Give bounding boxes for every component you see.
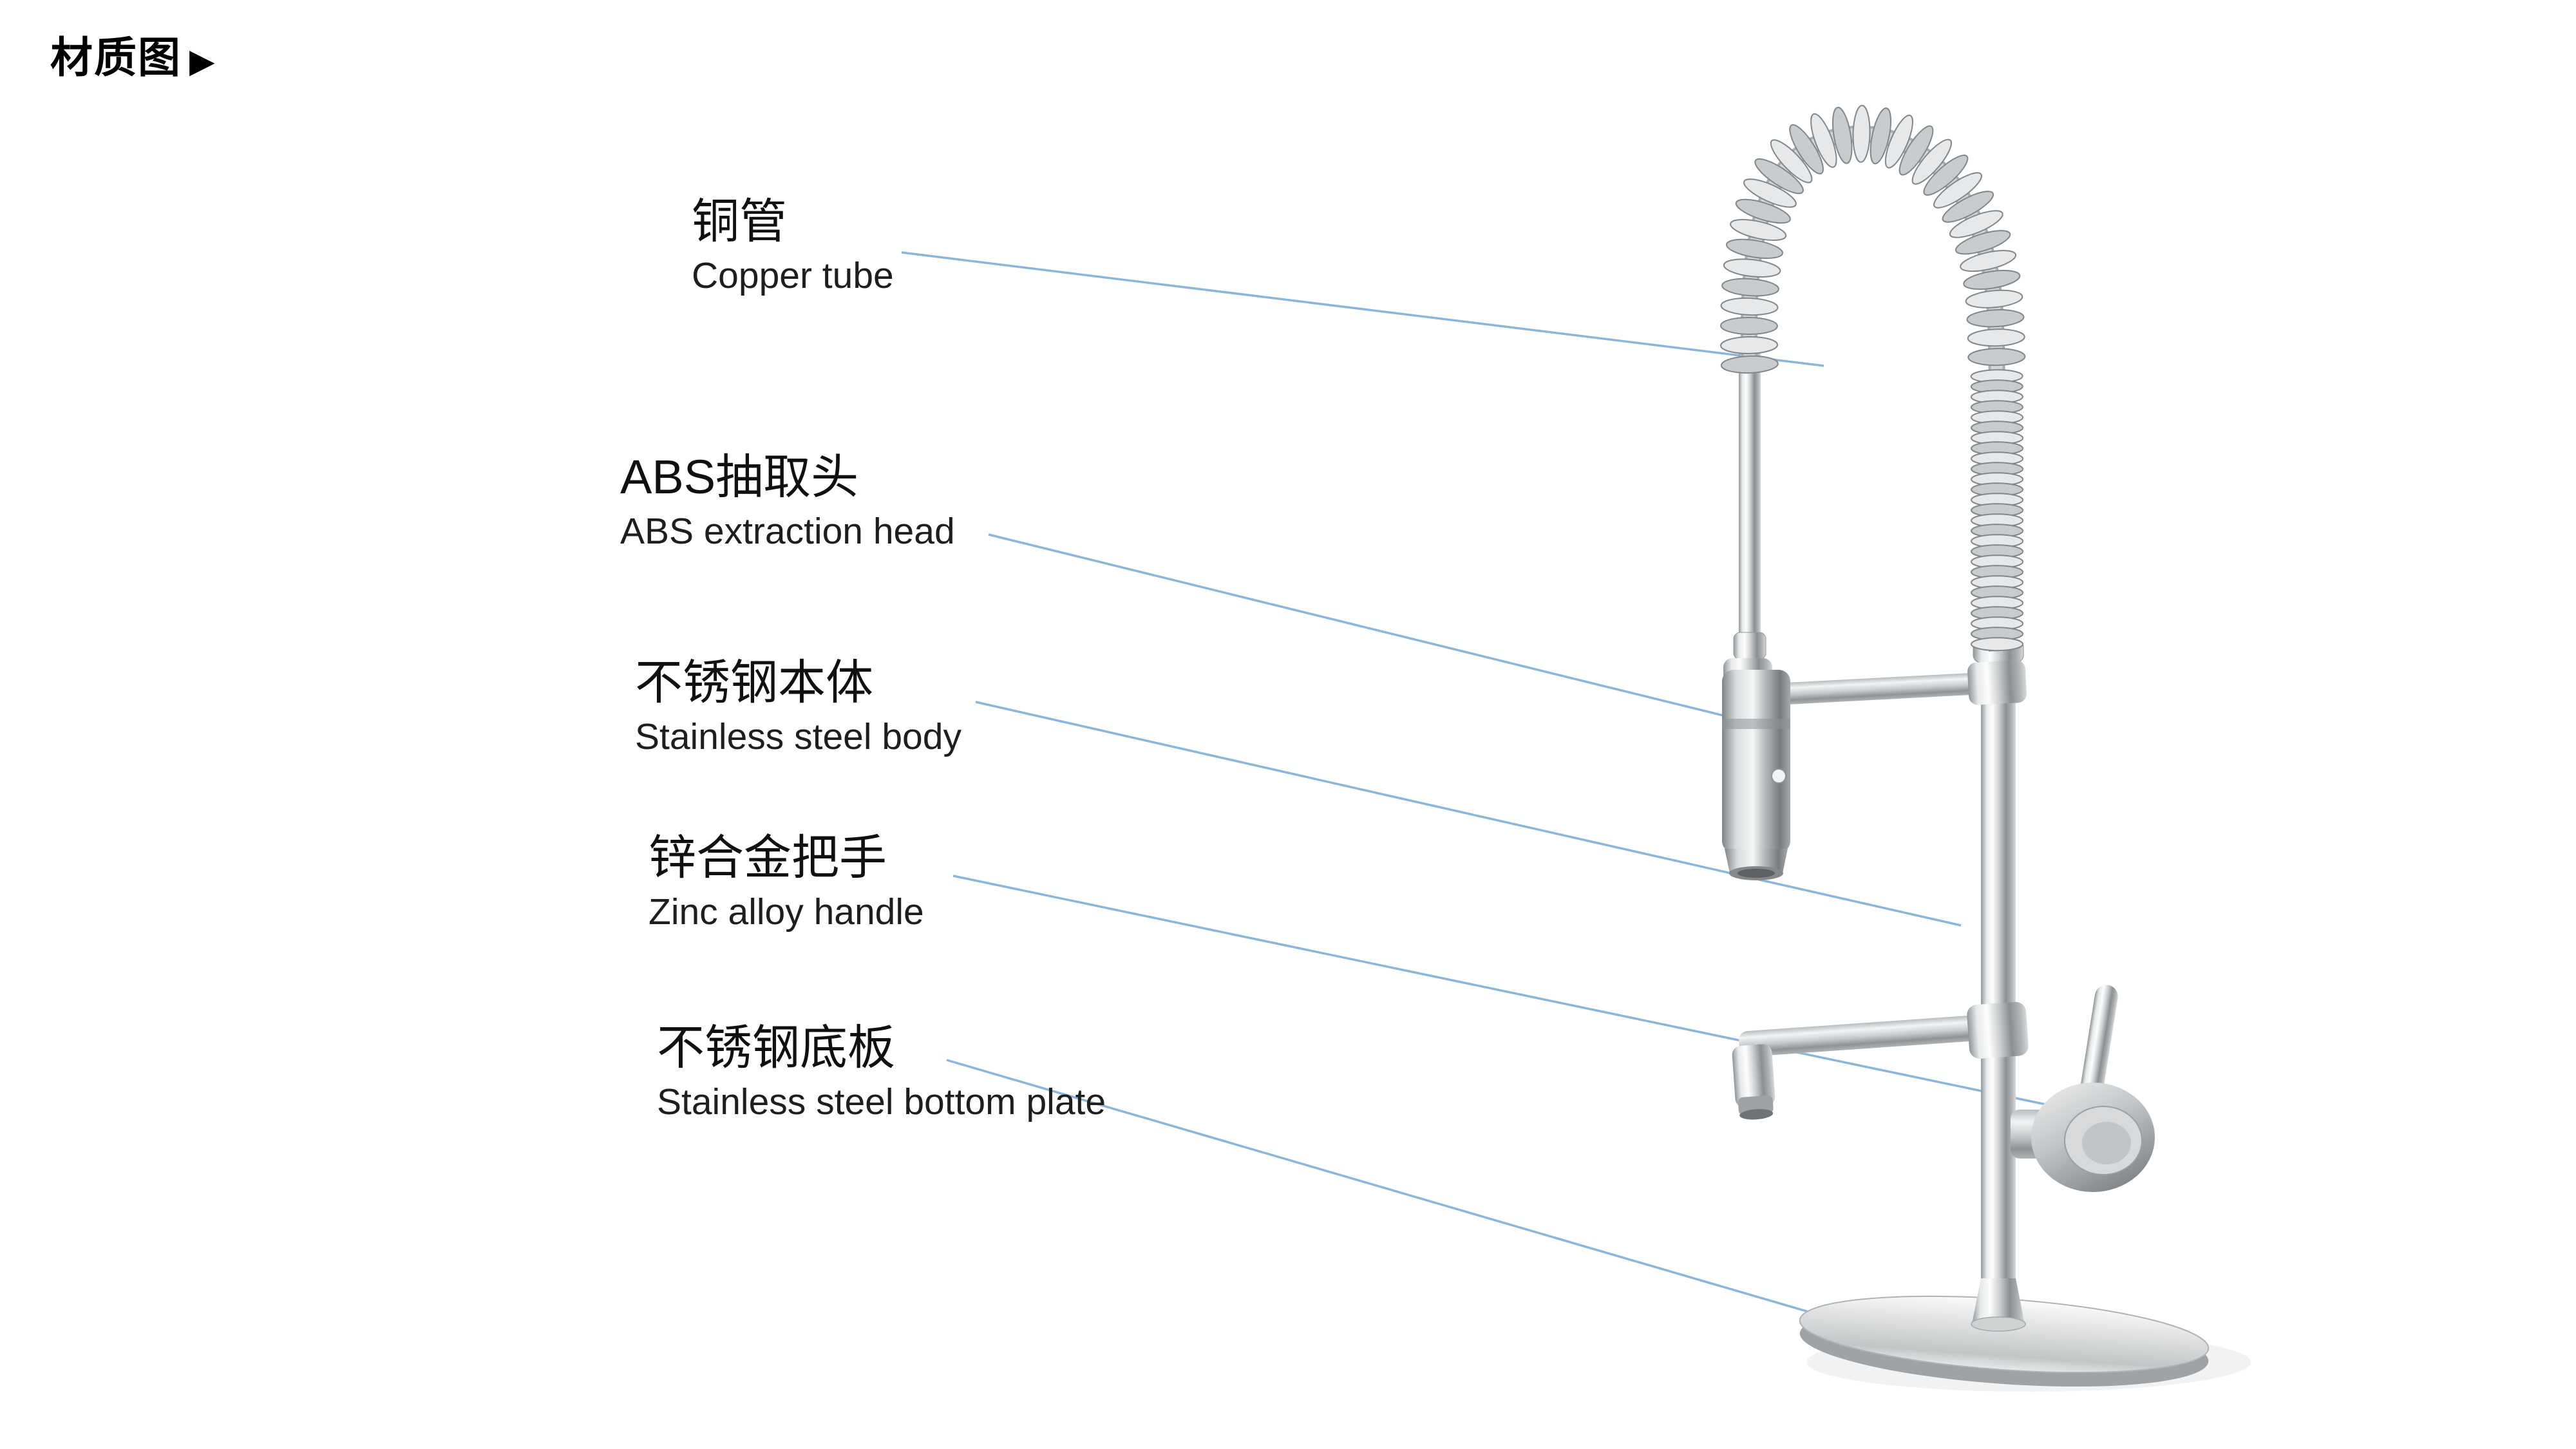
leader-line-stainless-steel-body (975, 701, 1962, 927)
callout-copper-tube: 铜管 Copper tube (692, 193, 894, 299)
callout-stainless-steel-body-en: Stainless steel body (635, 716, 961, 758)
leader-line-stainless-steel-bottom-plate (946, 1059, 1833, 1320)
callout-stainless-steel-body-zh: 不锈钢本体 (635, 656, 873, 709)
spring-coil (1719, 104, 2026, 652)
callout-abs-extraction-head: ABS抽取头 ABS extraction head (620, 449, 955, 555)
leader-line-zinc-alloy-handle (952, 875, 2059, 1108)
callout-zinc-alloy-handle-en: Zinc alloy handle (649, 891, 924, 933)
spray-button (1771, 768, 1786, 784)
callout-abs-extraction-head-zh: ABS抽取头 (620, 450, 859, 504)
handle-assembly (2011, 985, 2155, 1192)
drop-tube (1739, 353, 1761, 675)
base-plate (1799, 1295, 2251, 1392)
callout-stainless-steel-bottom-plate: 不锈钢底板 Stainless steel bottom plate (657, 1019, 1106, 1126)
spray-nozzle (1738, 869, 1775, 878)
page-title: 材质图▶ (50, 23, 216, 85)
leader-line-abs-extraction-head (988, 533, 1776, 730)
callout-zinc-alloy-handle-zh: 锌合金把手 (649, 831, 887, 884)
callout-abs-extraction-head-en: ABS extraction head (620, 511, 955, 553)
title-arrow-icon: ▶ (189, 42, 216, 79)
leader-lines (901, 251, 2059, 1320)
page-title-text: 材质图 (50, 33, 182, 81)
spout-outlet (1732, 1044, 1776, 1108)
leader-line-copper-tube (901, 251, 1824, 367)
aerator (1739, 1109, 1774, 1120)
sprayer-assembly (1722, 353, 2027, 880)
callout-stainless-steel-body: 不锈钢本体 Stainless steel body (635, 654, 961, 761)
spout-arm (1732, 1001, 2029, 1120)
faucet-body-column (1971, 639, 2026, 1332)
callout-copper-tube-en: Copper tube (692, 255, 894, 297)
callout-stainless-steel-bottom-plate-zh: 不锈钢底板 (657, 1021, 895, 1074)
callout-zinc-alloy-handle: 锌合金把手 Zinc alloy handle (649, 829, 924, 936)
callout-stainless-steel-bottom-plate-en: Stainless steel bottom plate (657, 1081, 1106, 1123)
callout-copper-tube-zh: 铜管 (692, 194, 787, 248)
spray-head (1722, 670, 1790, 853)
dock-arm (1756, 672, 1988, 706)
